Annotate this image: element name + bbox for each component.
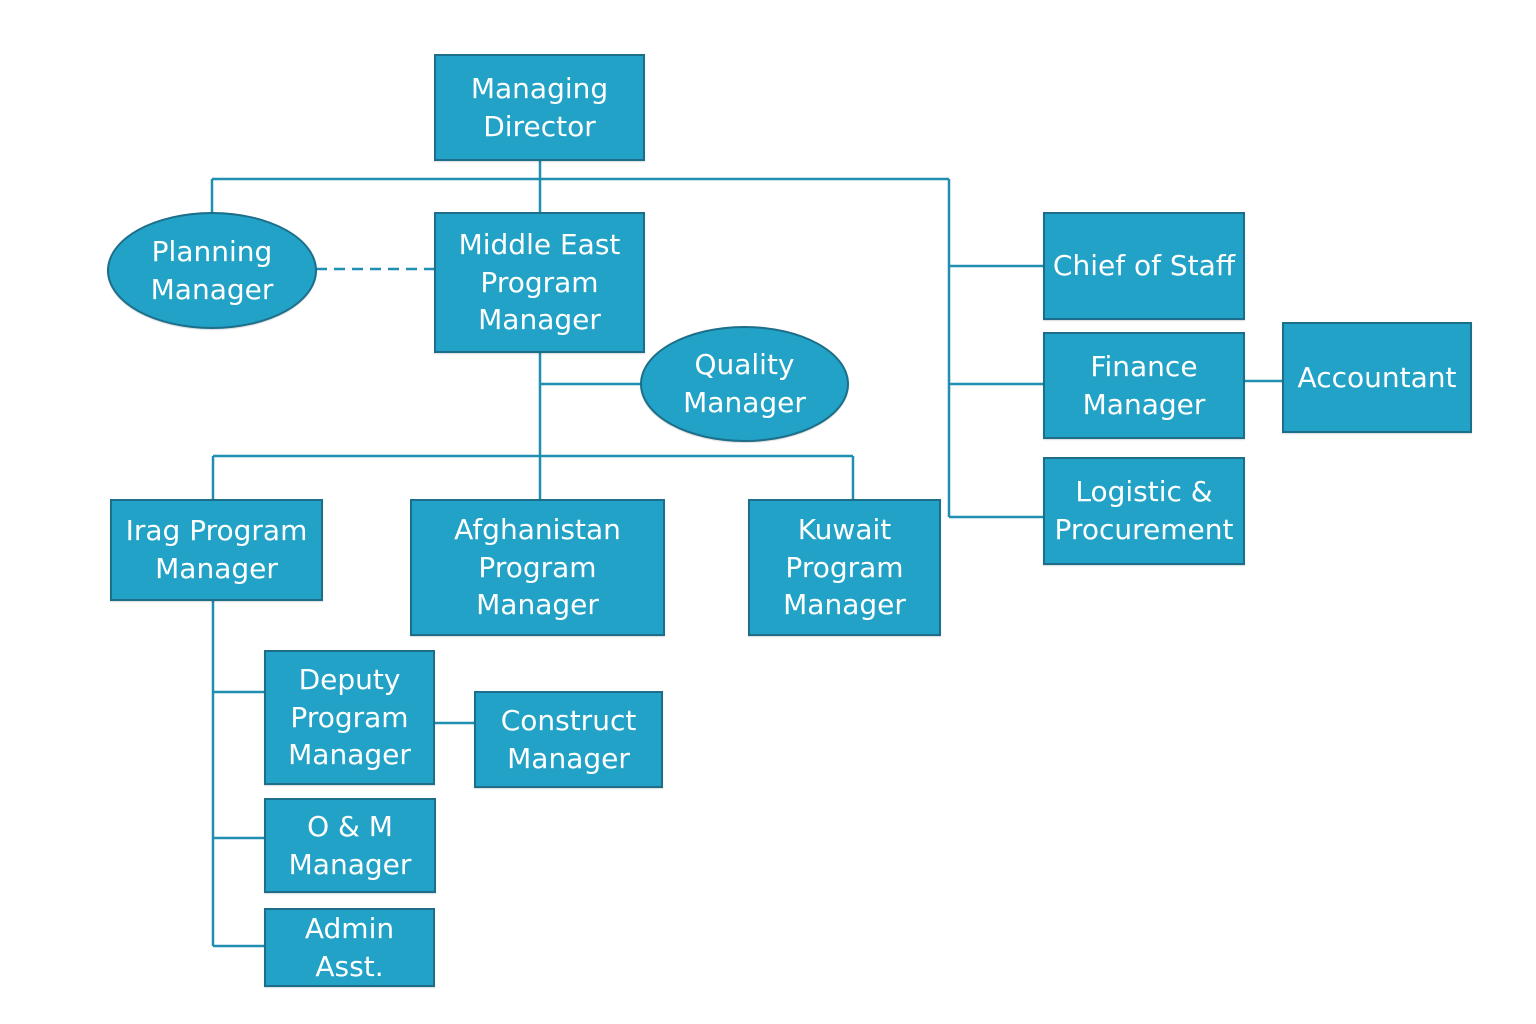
kuwait-program-manager-node: Kuwait Program Manager: [748, 499, 941, 636]
managing-director-node: Managing Director: [434, 54, 645, 161]
om-manager-node: O & M Manager: [264, 798, 436, 893]
planning-manager-node: Planning Manager: [107, 212, 317, 329]
iraq-program-manager-node: Irag Program Manager: [110, 499, 323, 601]
afghanistan-program-manager-node: Afghanistan Program Manager: [410, 499, 665, 636]
middle-east-program-manager-node: Middle East Program Manager: [434, 212, 645, 353]
admin-asst-node: Admin Asst.: [264, 908, 435, 987]
deputy-program-manager-node: Deputy Program Manager: [264, 650, 435, 785]
logistic-procurement-node: Logistic & Procurement: [1043, 457, 1245, 565]
construct-manager-node: Construct Manager: [474, 691, 663, 788]
chief-of-staff-node: Chief of Staff: [1043, 212, 1245, 320]
accountant-node: Accountant: [1282, 322, 1472, 433]
finance-manager-node: Finance Manager: [1043, 332, 1245, 439]
quality-manager-node: Quality Manager: [640, 326, 849, 442]
